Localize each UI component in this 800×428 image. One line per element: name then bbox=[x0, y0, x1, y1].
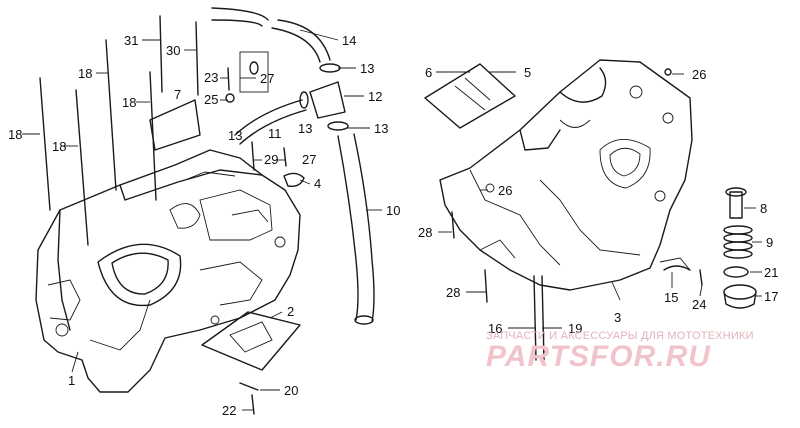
callout-13d: 13 bbox=[374, 121, 388, 136]
right-side-bolts bbox=[451, 211, 703, 361]
hose-11 bbox=[234, 99, 307, 145]
callout-13c: 13 bbox=[360, 61, 374, 76]
callout-27b: 27 bbox=[302, 152, 316, 167]
callout-28b: 28 bbox=[446, 285, 460, 300]
right-crankcase-half bbox=[439, 59, 693, 291]
callout-7: 7 bbox=[174, 87, 181, 102]
callout-23: 23 bbox=[204, 70, 218, 85]
breather-hose-14 bbox=[211, 7, 331, 63]
callout-22: 22 bbox=[222, 403, 236, 418]
callout-30: 30 bbox=[166, 43, 180, 58]
drain-plug-assembly bbox=[723, 187, 757, 309]
callout-labels: 18 18 18 18 31 30 7 23 25 27 13 11 13 29… bbox=[8, 33, 778, 418]
cover-plate-2 bbox=[201, 311, 301, 415]
callout-5: 5 bbox=[524, 65, 531, 80]
callout-1: 1 bbox=[68, 373, 75, 388]
small-fittings bbox=[225, 67, 287, 171]
watermark-caption: ЗАПЧАСТИ И АКСЕССУАРЫ ДЛЯ МОТОТЕХНИКИ bbox=[486, 330, 754, 342]
callout-27a: 27 bbox=[260, 71, 274, 86]
callout-29: 29 bbox=[264, 152, 278, 167]
callout-10: 10 bbox=[386, 203, 400, 218]
watermark: ЗАПЧАСТИ И АКСЕССУАРЫ ДЛЯ МОТОТЕХНИКИ PA… bbox=[486, 330, 796, 374]
callout-18c: 18 bbox=[78, 66, 92, 81]
callout-15: 15 bbox=[664, 290, 678, 305]
callout-12: 12 bbox=[368, 89, 382, 104]
callout-4: 4 bbox=[314, 176, 321, 191]
callout-13b: 13 bbox=[298, 121, 312, 136]
small-part-26 bbox=[664, 68, 672, 76]
callout-9: 9 bbox=[766, 235, 773, 250]
callout-2: 2 bbox=[287, 304, 294, 319]
long-hose-10 bbox=[337, 133, 375, 325]
callout-3: 3 bbox=[614, 310, 621, 325]
gasket-plate-5 bbox=[239, 51, 516, 129]
callout-16: 16 bbox=[488, 321, 502, 336]
callout-18b: 18 bbox=[52, 139, 66, 154]
left-crankcase-half bbox=[35, 149, 301, 393]
callout-24: 24 bbox=[692, 297, 706, 312]
part-7-bracket bbox=[149, 99, 201, 151]
cylinder-studs bbox=[39, 15, 199, 246]
callout-8: 8 bbox=[760, 201, 767, 216]
callout-20: 20 bbox=[284, 383, 298, 398]
callout-28a: 28 bbox=[418, 225, 432, 240]
callout-26a: 26 bbox=[692, 67, 706, 82]
callout-19: 19 bbox=[568, 321, 582, 336]
clip-4 bbox=[283, 172, 305, 188]
callout-31: 31 bbox=[124, 33, 138, 48]
callout-26b: 26 bbox=[498, 183, 512, 198]
callout-25: 25 bbox=[204, 92, 218, 107]
callout-17: 17 bbox=[764, 289, 778, 304]
watermark-logo: PARTSFOR.RU bbox=[486, 340, 711, 373]
callout-21: 21 bbox=[764, 265, 778, 280]
callout-6: 6 bbox=[425, 65, 432, 80]
callout-11: 11 bbox=[268, 126, 282, 141]
callout-14: 14 bbox=[342, 33, 356, 48]
callout-18a: 18 bbox=[8, 127, 22, 142]
callout-13a: 13 bbox=[228, 128, 242, 143]
callout-18d: 18 bbox=[122, 95, 136, 110]
leader-lines bbox=[22, 29, 762, 411]
